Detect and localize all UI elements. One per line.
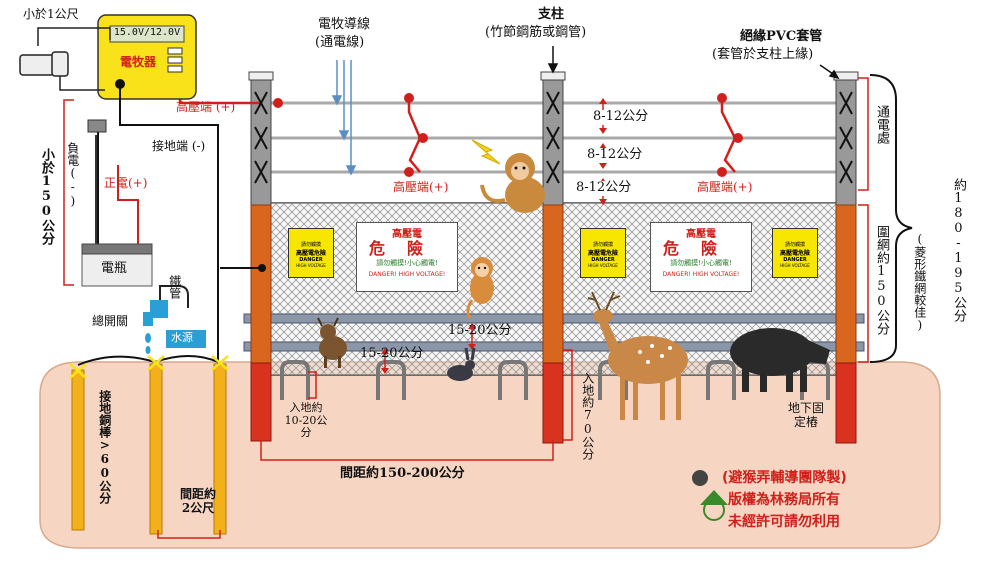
net-height-label: 圍網約150公分 — [873, 225, 889, 335]
warning-sign-en2: HIGH VOLTAGE — [296, 263, 326, 268]
danger-sign-english: DANGER! HIGH VOLTAGE! — [368, 271, 446, 278]
iron-pipe-label: 鐵管 — [167, 275, 182, 299]
warning-sign-top: 請勿觸摸 — [784, 242, 805, 248]
danger-sign-title: 高壓電 — [686, 229, 716, 240]
boar-icon — [730, 328, 830, 392]
danger-sign-big-2: 險 — [701, 239, 740, 258]
ground-wires — [77, 84, 262, 372]
warning-sign-mid: 高壓電危險 — [295, 250, 326, 257]
under-1m-label: 小於1公尺 — [23, 7, 79, 21]
battery-wires — [95, 135, 139, 250]
danger-sign-big: 危險 — [357, 240, 457, 258]
pvc-subtitle: (套管於支柱上緣) — [712, 47, 814, 62]
voltage-display: 15.0V/12.0V — [113, 27, 181, 38]
electrified-label: 通電處 — [873, 105, 889, 144]
fence-post-right — [833, 71, 859, 444]
spark-icon — [471, 139, 501, 165]
hv-terminal-label: 高壓端 (+) — [176, 100, 236, 114]
wire-arrows — [331, 60, 357, 176]
ground-rods — [71, 363, 227, 535]
fence-post-middle — [540, 71, 566, 444]
post-subtitle: (竹節鋼筋或鋼管) — [485, 25, 587, 40]
bury-deep-label: 入地約70公分 — [580, 372, 595, 460]
warning-sign-mid: 高壓電危險 — [587, 250, 618, 257]
hv-terminal-right-label: 高壓端(+) — [697, 180, 753, 194]
bottom-gap-label-2: 15-20公分 — [360, 346, 424, 361]
bracket-under-150 — [63, 99, 74, 286]
rod-clamps — [69, 355, 229, 379]
energizer-unit — [97, 14, 197, 100]
bottom-gap-label-1: 15-20公分 — [448, 323, 512, 338]
danger-sign-big-1: 危 — [662, 239, 701, 258]
total-height-label: 約180-195公分 — [950, 178, 966, 322]
danger-sign-english: DANGER! HIGH VOLTAGE! — [662, 271, 740, 278]
ground-rod-label: 接地銅棒>60公分 — [97, 390, 112, 504]
danger-sign-warning: 請勿觸摸!小心觸電! — [670, 259, 732, 267]
warning-sign-en2: HIGH VOLTAGE — [780, 263, 810, 268]
pvc-arrow — [819, 64, 840, 80]
post-title: 支柱 — [538, 7, 565, 22]
water-source-label: 水源 — [171, 331, 193, 344]
post-spacing-label: 間距約150-200公分 — [340, 466, 465, 481]
warning-sign-mid: 高壓電危險 — [779, 250, 810, 257]
total-height-brace — [869, 74, 913, 363]
water-pipe — [143, 285, 206, 354]
bury-shallow-label: 入地約10-20公分 — [284, 401, 328, 440]
danger-sign-big-1: 危 — [368, 239, 407, 258]
wire-gap-label-3: 8-12公分 — [576, 180, 632, 196]
wire-subtitle: (通電線) — [315, 35, 365, 50]
wire-gap-label-2: 8-12公分 — [587, 147, 643, 163]
main-valve-label: 總開關 — [92, 314, 129, 328]
ground-terminal-label: 接地端 (-) — [152, 139, 206, 153]
warning-sign-top: 請勿觸摸 — [300, 242, 321, 248]
wire-gap-label-1: 8-12公分 — [593, 109, 649, 125]
goat-icon — [317, 317, 347, 368]
warning-sign-left: 請勿觸摸 高壓電危險 DANGER HIGH VOLTAGE — [288, 228, 334, 278]
energizer-label: 電牧器 — [120, 55, 157, 69]
deer-icon — [587, 291, 688, 420]
team-logo-icon — [692, 470, 708, 486]
danger-sign-title: 高壓電 — [392, 229, 422, 240]
monkey-on-wire-icon — [480, 153, 545, 213]
danger-sign-warning: 請勿觸摸!小心觸電! — [376, 259, 438, 267]
battery-label: 電瓶 — [101, 261, 128, 276]
danger-sign-right: 高壓電 危險 請勿觸摸!小心觸電! DANGER! HIGH VOLTAGE! — [650, 222, 752, 292]
negative-label: 負電(-) — [65, 142, 80, 208]
warning-sign-right: 請勿觸摸 高壓電危險 DANGER HIGH VOLTAGE — [772, 228, 818, 278]
fence-post-left — [248, 71, 274, 442]
positive-label: 正電(+) — [104, 176, 148, 190]
hv-terminal-mid-label: 高壓端(+) — [393, 180, 449, 194]
warning-sign-top: 請勿觸摸 — [592, 242, 613, 248]
wire-title: 電牧導線 — [318, 17, 371, 32]
rod-spacing-label: 間距約2公尺 — [179, 487, 216, 515]
bracket-rod-spacing — [157, 530, 221, 539]
warning-sign-middle: 請勿觸摸 高壓電危險 DANGER HIGH VOLTAGE — [580, 228, 626, 278]
net-type-label: (菱形鐵網較佳) — [912, 232, 927, 332]
anchor-label: 地下固定樁 — [787, 401, 824, 429]
post-arrow — [547, 46, 559, 74]
danger-sign-big: 危險 — [651, 240, 751, 258]
warning-sign-en1: DANGER — [591, 257, 615, 263]
under-150cm-label: 小於150公分 — [38, 148, 54, 245]
power-plug — [19, 27, 111, 91]
danger-sign-big-2: 險 — [407, 239, 446, 258]
monkey-on-fence-icon — [466, 257, 494, 319]
warning-sign-en2: HIGH VOLTAGE — [588, 263, 618, 268]
danger-sign-left: 高壓電 危險 請勿觸摸!小心觸電! DANGER! HIGH VOLTAGE! — [356, 222, 458, 292]
battery-unit — [81, 243, 153, 287]
warning-sign-en1: DANGER — [783, 257, 807, 263]
pvc-title: 絕緣PVC套管 — [740, 29, 823, 44]
credit-line-1: (避猴弄輔導團隊製) — [722, 470, 847, 486]
warning-sign-en1: DANGER — [299, 257, 323, 263]
credit-line-2: 版權為林務局所有 — [728, 492, 840, 508]
forestry-logo-icon — [700, 490, 728, 521]
credit-line-3: 未經許可請勿利用 — [728, 514, 840, 530]
rabbit-icon — [447, 347, 476, 381]
